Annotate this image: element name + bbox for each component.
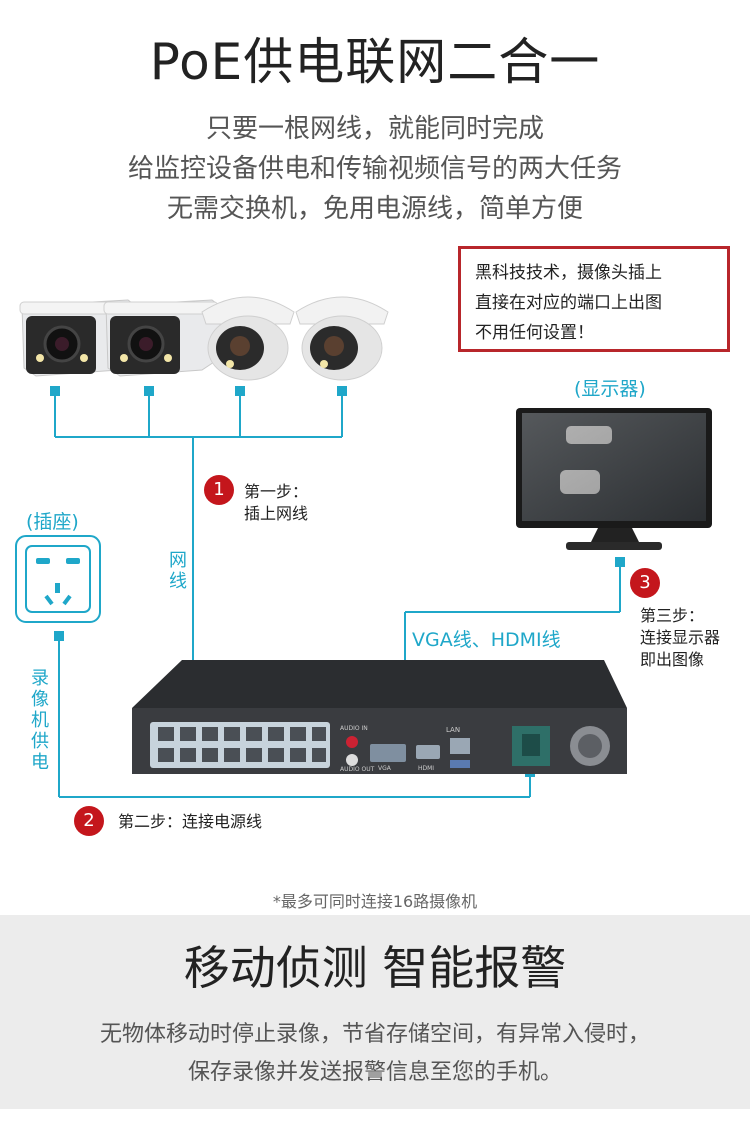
intro-line-3: 无需交换机，免用电源线，简单方便 [166,194,583,224]
step-1-line-2: 插上网线 [244,504,309,523]
step-1-badge: 1 [204,475,234,505]
notice-line-2: 直接在对应的端口上出图 [475,293,662,313]
lan-port-label: LAN [446,726,461,734]
hdmi-port-label: HDMI [418,765,435,772]
dome-camera-icon [295,296,389,381]
step-3-line-2: 连接显示器 [640,628,721,647]
notice-line-1: 黑科技技术，摄像头插上 [475,263,662,283]
intro-line-1: 只要一根网线，就能同时完成 [205,114,544,144]
feature-title: 移动侦测 智能报警 [183,941,567,995]
step-1-text: 第一步： 插上网线 [244,481,308,525]
step-3-badge: 3 [630,568,660,598]
feature-desc-line-1: 无物体移动时停止录像，节省存储空间，有异常入侵时， [99,1022,650,1047]
audio-in-label: AUDIO IN [340,725,368,732]
vga-port-label: VGA [378,765,391,772]
step-3-text: 第三步： 连接显示器 即出图像 [640,605,720,671]
dome-camera-icon [201,296,295,381]
step-2-text: 第二步：连接电源线 [118,812,263,831]
power-cable-label: 录像机供电 [31,668,49,773]
step-3-line-3: 即出图像 [640,650,705,669]
camera-limit-note: *最多可同时连接16路摄像机 [272,892,478,911]
step-3-line-1: 第三步： [640,606,705,625]
nvr-recorder-icon [132,660,627,774]
audio-out-label: AUDIO OUT [340,766,375,773]
power-socket-icon [15,535,101,623]
intro-line-2: 给监控设备供电和传输视频信号的两大任务 [127,154,622,184]
socket-label: (插座) [26,511,79,533]
poe-diagram [15,296,712,798]
network-cable-label: 网线 [169,550,187,592]
monitor-icon [516,408,712,550]
bullet-camera-icon [103,299,221,377]
feature-desc-line-2: 保存录像并发送报警信息至您的手机。 [187,1060,562,1085]
step-2-badge: 2 [74,806,104,836]
feature-section [0,915,750,1109]
video-cable-label: VGA线、HDMI线 [412,629,561,651]
monitor-label: (显示器) [574,378,646,400]
step-1-line-1: 第一步： [244,482,309,501]
page-title: PoE供电联网二合一 [149,33,601,91]
notice-box: 黑科技技术，摄像头插上 直接在对应的端口上出图 不用任何设置！ [458,246,730,352]
notice-line-3: 不用任何设置！ [475,323,594,343]
